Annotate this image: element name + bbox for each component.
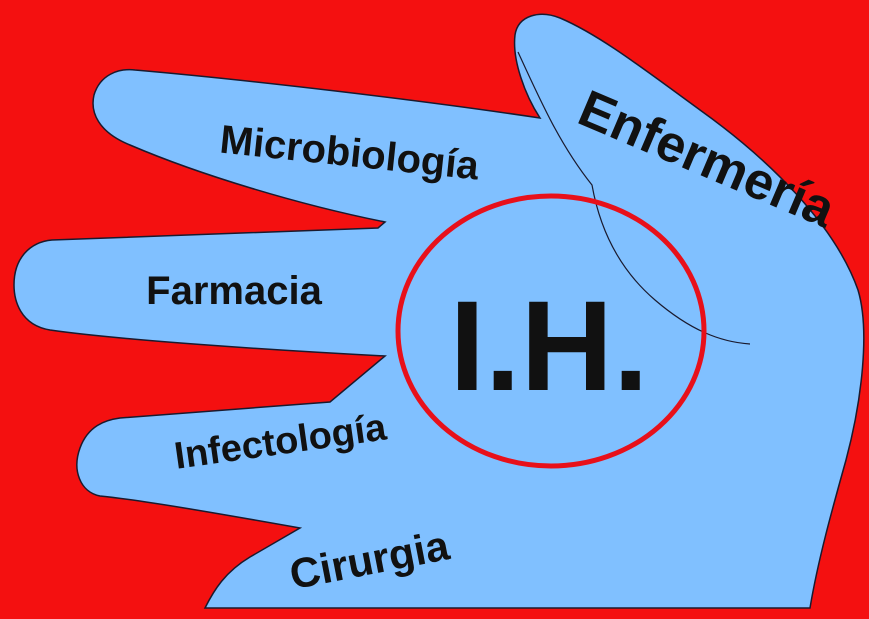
center-label: I.H. (449, 275, 648, 418)
hand-shape (14, 14, 864, 608)
middle-finger-label: Farmacia (146, 269, 322, 313)
